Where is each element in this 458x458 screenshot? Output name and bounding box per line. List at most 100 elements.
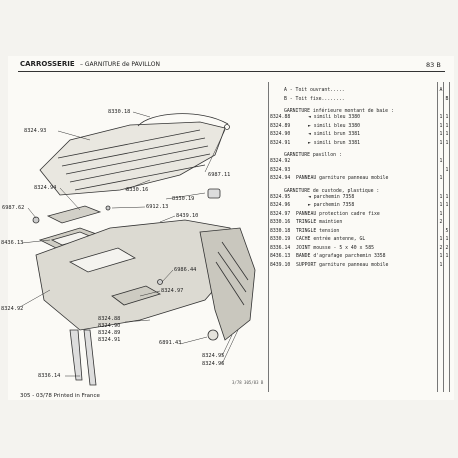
- rod-clip: [224, 124, 230, 130]
- part-number: 8330.18: [270, 228, 291, 234]
- part-description: ► simili brun 3381: [308, 140, 360, 146]
- pillar-trim-left: [69, 329, 83, 381]
- parts-table: A - Toit ouvrant.....A B - Toit fixe.....…: [258, 82, 450, 402]
- callout-8324-88: 8324.88: [98, 316, 121, 322]
- part-number: 8324.95: [270, 194, 291, 200]
- callout-8436-13: 8436.13: [1, 240, 24, 246]
- qty-col-b: B: [445, 96, 449, 102]
- table-rule-right: [449, 82, 450, 392]
- qty-col-a: 2: [439, 220, 443, 225]
- clip-6987-62: [32, 216, 40, 224]
- part-description: A - Toit ouvrant.....: [284, 88, 345, 93]
- part-description: PANNEAU garniture panneau mobile: [296, 176, 389, 181]
- qty-col-a: 1: [439, 132, 443, 137]
- qty-col-b: 2: [445, 245, 449, 251]
- qty-col-b: 1: [445, 123, 449, 129]
- qty-col-b: 1: [445, 115, 449, 120]
- callout-8324-90: 8324.90: [98, 323, 121, 329]
- table-row: GARNITURE de custode, plastique :: [258, 189, 450, 195]
- header-rule: [18, 71, 445, 72]
- table-row: A - Toit ouvrant.....A: [258, 88, 450, 94]
- qty-col-a: 1: [439, 262, 443, 268]
- quarter-trim: [199, 227, 256, 341]
- callout-8324-89: 8324.89: [98, 330, 121, 336]
- part-description: SUPPORT garniture panneau mobile: [296, 262, 389, 268]
- roof-rib-1: [57, 129, 201, 159]
- part-number: 8324.89: [270, 123, 291, 129]
- part-description: BANDE d'agrafage parchemin 3358: [296, 254, 386, 259]
- part-description: GARNITURE inférieure montant de baie :: [284, 109, 394, 114]
- part-number: 8330.16: [270, 220, 291, 225]
- qty-col-b: 1: [445, 194, 449, 200]
- section-title: CARROSSERIE: [20, 60, 75, 68]
- qty-col-a: 1: [439, 254, 443, 259]
- protection-panel: [111, 285, 162, 306]
- qty-col-a: 1: [439, 211, 443, 217]
- callout-6987-62: 6987.62: [2, 205, 25, 211]
- roof-rib-3: [65, 145, 209, 175]
- part-description: GARNITURE pavillon :: [284, 153, 342, 158]
- part-number: 8324.97: [270, 211, 291, 217]
- qty-col-b: 1: [445, 167, 449, 173]
- qty-col-a: 1: [439, 123, 443, 129]
- part-description: TRINGLE tension: [296, 228, 340, 234]
- callout-6987-11: 6987.11: [208, 172, 231, 178]
- part-number: 8330.19: [270, 237, 291, 242]
- part-description: ◄ simili brun 3381: [308, 132, 360, 137]
- qty-col-a: 1: [439, 115, 443, 120]
- qty-col-a: 1: [439, 194, 443, 200]
- callout-6912-13: 6912.13: [146, 204, 169, 210]
- part-number: 8324.94: [270, 176, 291, 181]
- callout-8324-92: 8324.92: [1, 306, 24, 312]
- qty-col-a: 1: [439, 203, 443, 208]
- callout-8439-10: 8439.10: [176, 213, 199, 219]
- part-description: GARNITURE de custode, plastique :: [284, 188, 380, 194]
- qty-col-a: 2: [439, 245, 443, 251]
- callout-8324-95: 8324.95: [202, 353, 225, 359]
- section-subtitle: – GARNITURE de PAVILLON: [80, 61, 160, 68]
- callout-8324-93: 8324.93: [24, 128, 47, 134]
- table-row: 8324.93 1: [258, 168, 450, 174]
- table-rule-q1: [437, 82, 438, 392]
- qty-col-a: 1: [439, 176, 443, 181]
- part-description: JOINT mousse - 5 x 40 x 585: [296, 245, 374, 251]
- headliner-opening: [68, 247, 136, 273]
- mount-bolt: [207, 329, 219, 341]
- tension-rod: [137, 113, 229, 127]
- clip-6986-44: [157, 279, 163, 285]
- roof-panel-outline: [39, 121, 226, 196]
- qty-col-b: 5: [445, 228, 449, 234]
- qty-col-b: 1: [445, 140, 449, 146]
- table-row: 8324.94 PANNEAU garniture panneau mobile 1: [258, 176, 450, 182]
- page-code: 83 B: [426, 61, 441, 69]
- part-number: 8324.92: [270, 159, 291, 164]
- part-number: 8324.91: [270, 140, 291, 146]
- part-description: ► simili bleu 3380: [308, 123, 360, 129]
- table-row: B - Toit fixe........ B: [258, 97, 450, 103]
- qty-col-b: 1: [445, 132, 449, 137]
- catalog-sheet: [8, 56, 454, 400]
- callout-8324-94: 8324.94: [34, 185, 57, 191]
- table-row: 8330.18 TRINGLE tension 5: [258, 229, 450, 235]
- table-rule-left: [268, 82, 269, 392]
- callout-6891-43: 6891.43: [159, 340, 182, 346]
- clip-6912-13: [105, 205, 111, 211]
- callout-8336-14: 8336.14: [38, 373, 61, 379]
- table-row: GARNITURE inférieure montant de baie :: [258, 109, 450, 115]
- part-description: B - Toit fixe........: [284, 96, 345, 102]
- qty-col-b: 1: [445, 203, 449, 208]
- part-number: 8324.93: [270, 167, 291, 173]
- part-number: 8436.13: [270, 254, 291, 259]
- part-description: ◄ simili bleu 3380: [308, 115, 360, 120]
- callout-8330-16: 8330.16: [126, 187, 149, 193]
- callout-8324-96: 8324.96: [202, 361, 225, 367]
